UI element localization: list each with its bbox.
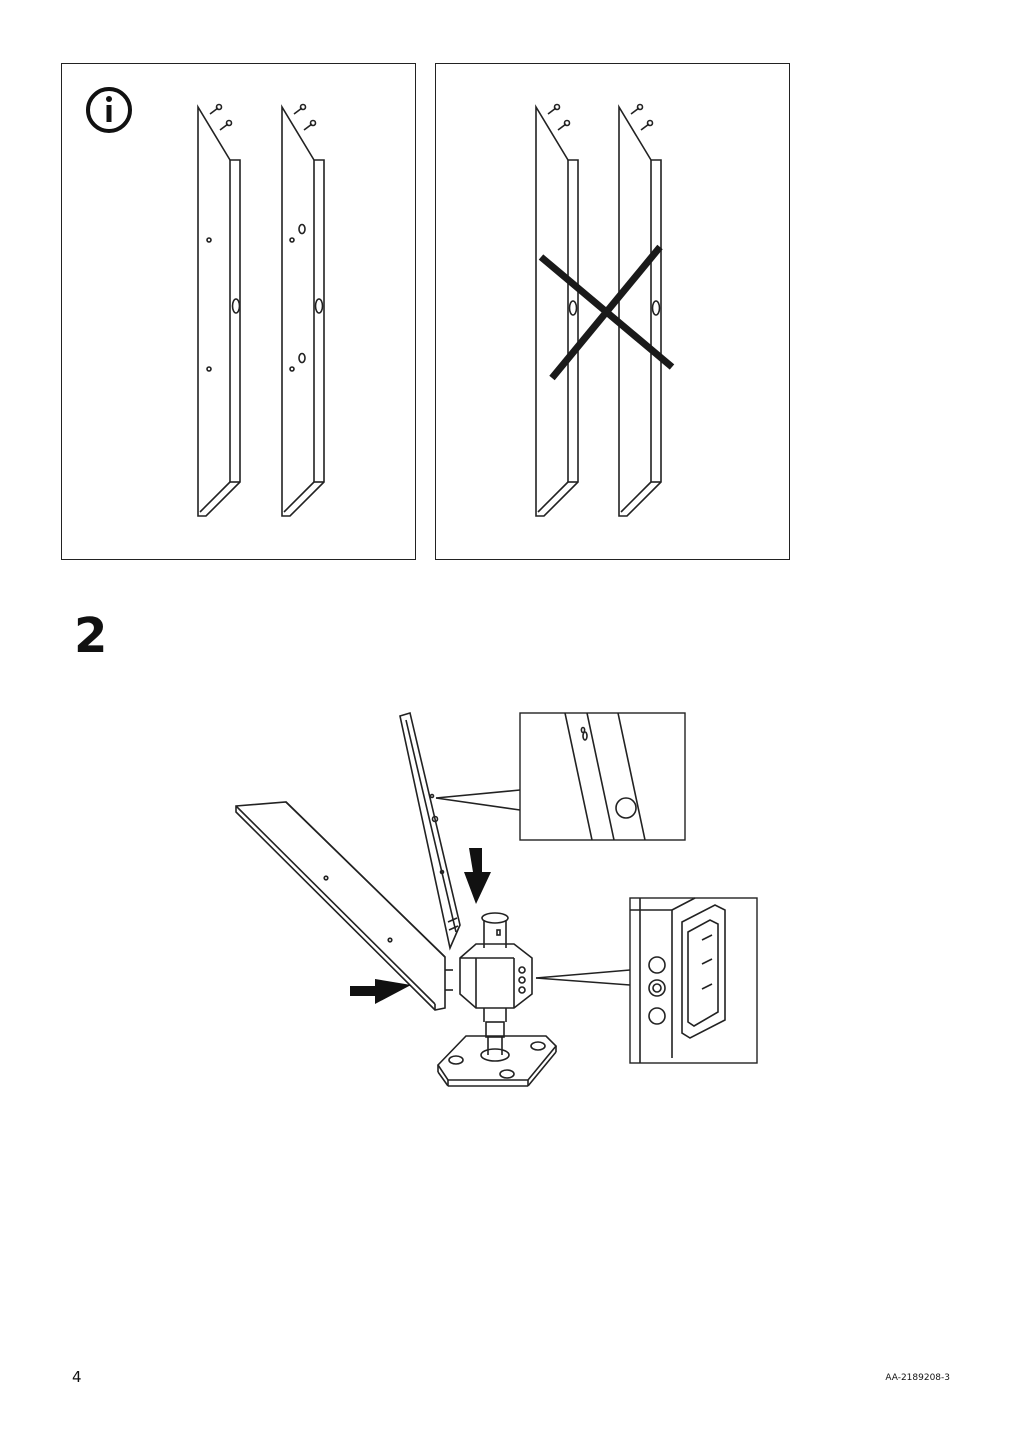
info-panel-incorrect <box>435 63 790 560</box>
side-panel-left <box>197 103 241 517</box>
page-number: 4 <box>72 1368 82 1386</box>
connector-fitting <box>459 912 533 1055</box>
side-panel-right-wrong <box>618 103 662 517</box>
callout-line-top-2 <box>435 797 521 811</box>
detail-hole-box <box>519 712 686 841</box>
info-icon <box>86 87 132 133</box>
correct-side-panels-illustration <box>86 87 325 517</box>
document-code: AA-2189208-3 <box>885 1373 950 1383</box>
incorrect-side-panels-illustration <box>535 103 675 517</box>
side-panel <box>399 711 461 951</box>
shelf-board <box>235 801 453 1011</box>
arrow-right-icon <box>350 979 411 1004</box>
cross-mark-icon <box>538 244 675 381</box>
assembly-illustration <box>235 711 758 1087</box>
step-number: 2 <box>74 608 108 664</box>
callout-line-top <box>435 789 521 799</box>
arrow-down-icon <box>464 848 491 904</box>
base-plate <box>436 1035 558 1087</box>
arrow-icon <box>350 848 491 1004</box>
side-panel-left-wrong <box>535 103 579 517</box>
callout-line-bottom-2 <box>535 977 631 986</box>
detail-connector-box <box>629 897 758 1064</box>
side-panel-right <box>281 103 325 517</box>
info-panel-correct <box>61 63 416 560</box>
callout-line-bottom <box>535 969 631 979</box>
